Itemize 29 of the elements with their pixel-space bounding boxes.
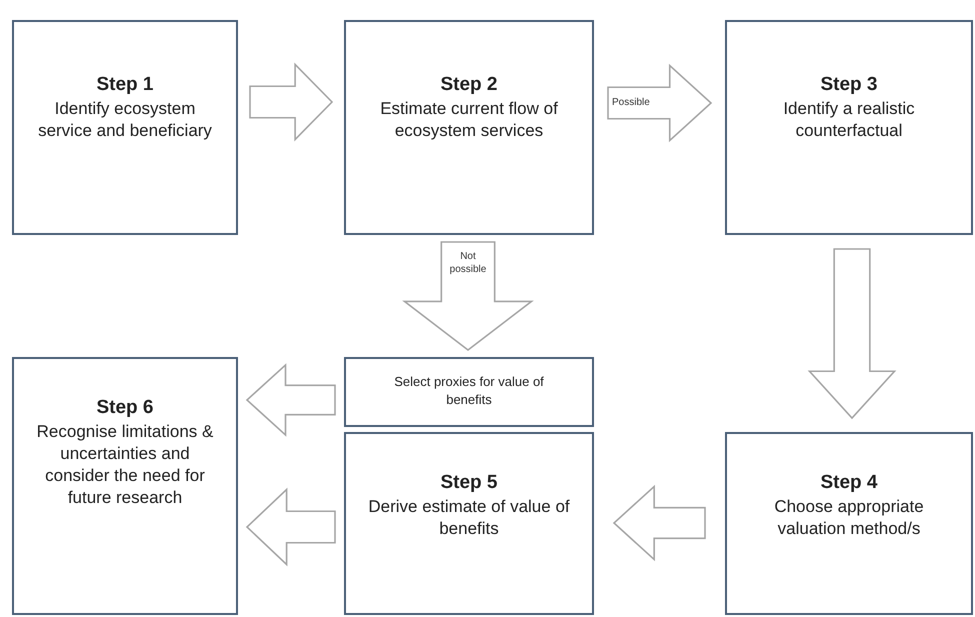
- step-text: Identify a realistic counterfactual: [782, 98, 916, 142]
- step-text: Select proxies for value of benefits: [393, 373, 545, 409]
- block-arrow: [402, 241, 534, 351]
- block-arrow: [808, 248, 896, 420]
- step-title: Step 2: [440, 74, 498, 96]
- step-box: [725, 20, 973, 235]
- process-box: [344, 357, 594, 427]
- step-box: [344, 20, 594, 235]
- block-arrow: [246, 488, 336, 566]
- step-text: Recognise limitations & uncertainties and consider the need for future research: [36, 421, 214, 510]
- step-title: Step 4: [820, 472, 878, 494]
- step-box: [12, 20, 238, 235]
- edge-label: Possible: [612, 96, 650, 109]
- step-text: Estimate current flow of ecosystem services: [379, 98, 559, 142]
- block-arrow: [246, 363, 336, 437]
- step-box: [344, 432, 594, 615]
- edge-label: Not possible: [448, 250, 488, 276]
- block-arrow: [249, 62, 334, 142]
- block-arrow: [612, 484, 706, 562]
- step-title: Step 5: [440, 472, 498, 494]
- step-text: Identify ecosystem service and beneficiary: [37, 98, 213, 142]
- step-box: [12, 357, 238, 615]
- step-box: [725, 432, 973, 615]
- step-title: Step 3: [820, 74, 878, 96]
- step-text: Derive estimate of value of benefits: [367, 496, 571, 540]
- step-text: Choose appropriate valuation method/s: [773, 496, 925, 540]
- step-title: Step 1: [96, 74, 154, 96]
- step-title: Step 6: [96, 397, 154, 419]
- block-arrow: [607, 64, 712, 142]
